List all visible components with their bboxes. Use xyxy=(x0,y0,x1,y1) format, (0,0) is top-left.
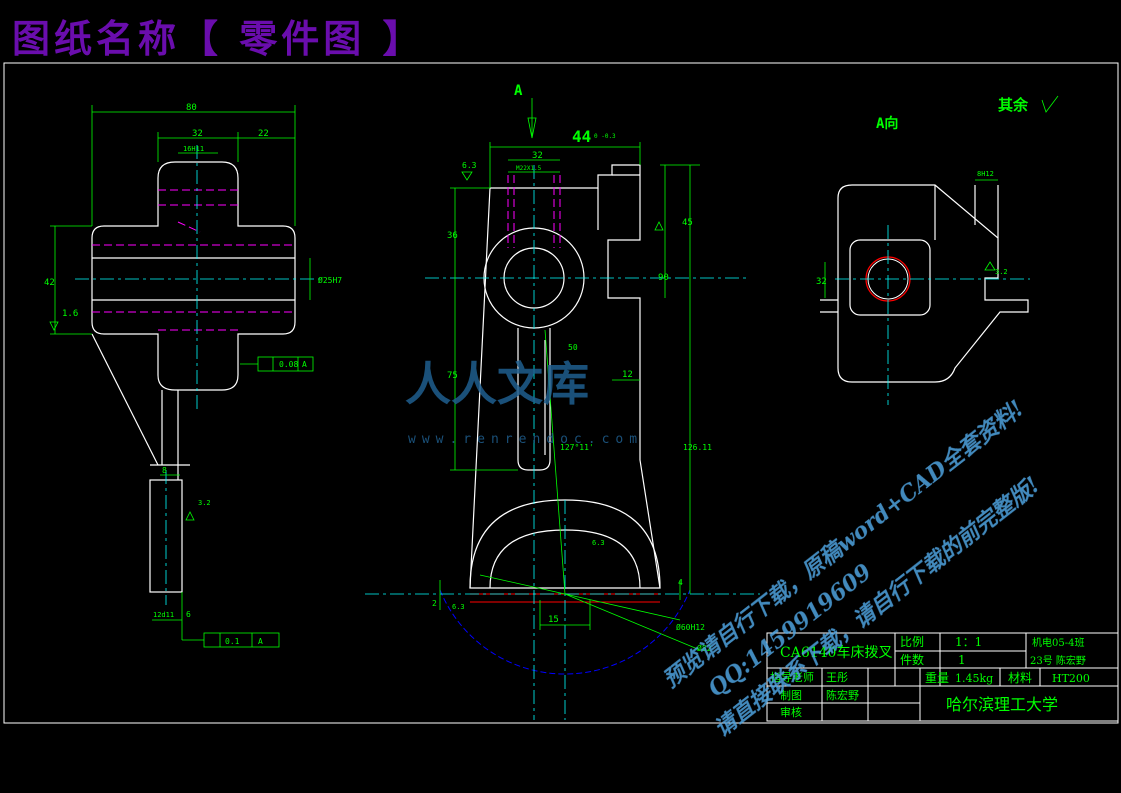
watermark: 人人文库 www.renrendoc.com 预览请自行下载，原稿word+CA… xyxy=(405,357,1045,742)
dim-44-tol: 0 -0.3 xyxy=(594,133,616,140)
left-hidden-lines xyxy=(92,189,295,331)
student-info: 23号 陈宏野 xyxy=(1030,654,1086,667)
dim-12-center: 12 xyxy=(622,370,633,380)
dim-4: 4 xyxy=(678,578,683,587)
advisor-name: 王彤 xyxy=(826,671,848,684)
dim-16h11: 16H11 xyxy=(183,145,204,153)
dim-6-3-c: 6.3 xyxy=(592,539,605,547)
weight-value: 1.45kg xyxy=(955,672,993,685)
dim-75: 75 xyxy=(447,371,458,381)
view-a-label: A xyxy=(514,83,523,99)
dim-12d11: 12d11 xyxy=(153,611,174,619)
part-name: CA6140车床拨叉 xyxy=(780,644,892,661)
drawing-frame xyxy=(3,62,1119,724)
material-value: HT200 xyxy=(1052,672,1090,685)
left-dimension-lines xyxy=(49,105,314,648)
dim-m22: M22X1.5 xyxy=(516,165,542,172)
dim-32-center: 32 xyxy=(532,151,543,161)
view-a-direction: A向 xyxy=(876,115,898,132)
weight-label: 重量 xyxy=(925,671,949,685)
scale-value: 1：1 xyxy=(955,635,982,649)
advisor-label: 指导老师 xyxy=(770,670,814,684)
center-dimension-lines xyxy=(439,98,701,651)
university-name: 哈尔滨理工大学 xyxy=(946,695,1058,714)
dim-36: 36 xyxy=(447,231,458,241)
class-info: 机电05-4班 xyxy=(1032,636,1084,649)
tol-0-1: 0.1 xyxy=(225,637,240,646)
dim-22: 22 xyxy=(258,129,269,139)
left-view xyxy=(91,161,296,593)
dim-8: 8 xyxy=(162,466,167,475)
title-block-texts: CA6140车床拨叉 比例 1：1 机电05-4班 件数 1 23号 陈宏野 指… xyxy=(770,635,1090,719)
qty-value: 1 xyxy=(958,653,966,667)
center-dimension-texts: A 44 0 -0.3 32 M22X1.5 6.3 36 45 90 75 1… xyxy=(432,83,712,653)
datum-a-2: A xyxy=(258,637,263,646)
dim-6-3-a: 6.3 xyxy=(462,161,477,170)
dim-3-2-left: 3.2 xyxy=(198,499,211,507)
dim-82: Ø82 xyxy=(697,643,712,653)
dim-127: 127°11' xyxy=(560,443,594,452)
dim-r50: 50 xyxy=(568,343,578,352)
scale-label: 比例 xyxy=(900,635,924,649)
center-hidden-lines xyxy=(507,175,561,248)
fork-bore-phantom xyxy=(439,589,691,675)
drawn-label: 制图 xyxy=(780,689,802,702)
dim-32-right: 32 xyxy=(816,277,827,287)
qty-label: 件数 xyxy=(900,652,924,667)
watermark-url: www.renrendoc.com xyxy=(408,432,643,447)
dim-2: 2 xyxy=(432,599,437,608)
datum-a-1: A xyxy=(302,360,307,369)
right-dimension-texts: A向 其余 8H12 32 3.2 xyxy=(816,96,1029,287)
dim-25h7: Ø25H7 xyxy=(318,275,342,285)
watermark-logo-text: 人人文库 xyxy=(405,357,589,411)
dim-44: 44 xyxy=(572,127,591,146)
dim-6-3-b: 6.3 xyxy=(452,603,465,611)
drawn-name: 陈宏野 xyxy=(826,688,859,702)
dim-90: 90 xyxy=(658,273,669,283)
dim-3-2-right: 3.2 xyxy=(995,268,1008,276)
dim-45: 45 xyxy=(682,218,693,228)
sheet-title: 图纸名称【 零件图 】 xyxy=(12,16,424,61)
center-center-lines xyxy=(365,165,760,720)
left-dimension-texts: 80 32 22 16H11 42 1.6 Ø25H7 0.08 A 0.1 A… xyxy=(44,103,342,646)
dim-1-6: 1.6 xyxy=(62,309,78,319)
left-center-lines xyxy=(75,145,320,605)
dim-15: 15 xyxy=(548,615,559,625)
dim-42: 42 xyxy=(44,278,55,288)
check-label: 审核 xyxy=(780,705,802,719)
right-center-lines xyxy=(835,225,1030,405)
title-block xyxy=(766,632,1119,722)
right-dimension-lines xyxy=(824,95,1059,298)
dim-8h12: 8H12 xyxy=(977,170,994,178)
surface-note: 其余 xyxy=(998,96,1029,114)
dim-80: 80 xyxy=(186,103,197,113)
material-label: 材料 xyxy=(1008,671,1032,685)
right-view xyxy=(820,184,1029,383)
dim-6: 6 xyxy=(186,610,191,619)
dim-60h12: Ø60H12 xyxy=(676,622,705,632)
dim-126: 126.11 xyxy=(683,443,712,452)
dim-32-left: 32 xyxy=(192,129,203,139)
tol-0-08: 0.08 xyxy=(279,360,298,369)
